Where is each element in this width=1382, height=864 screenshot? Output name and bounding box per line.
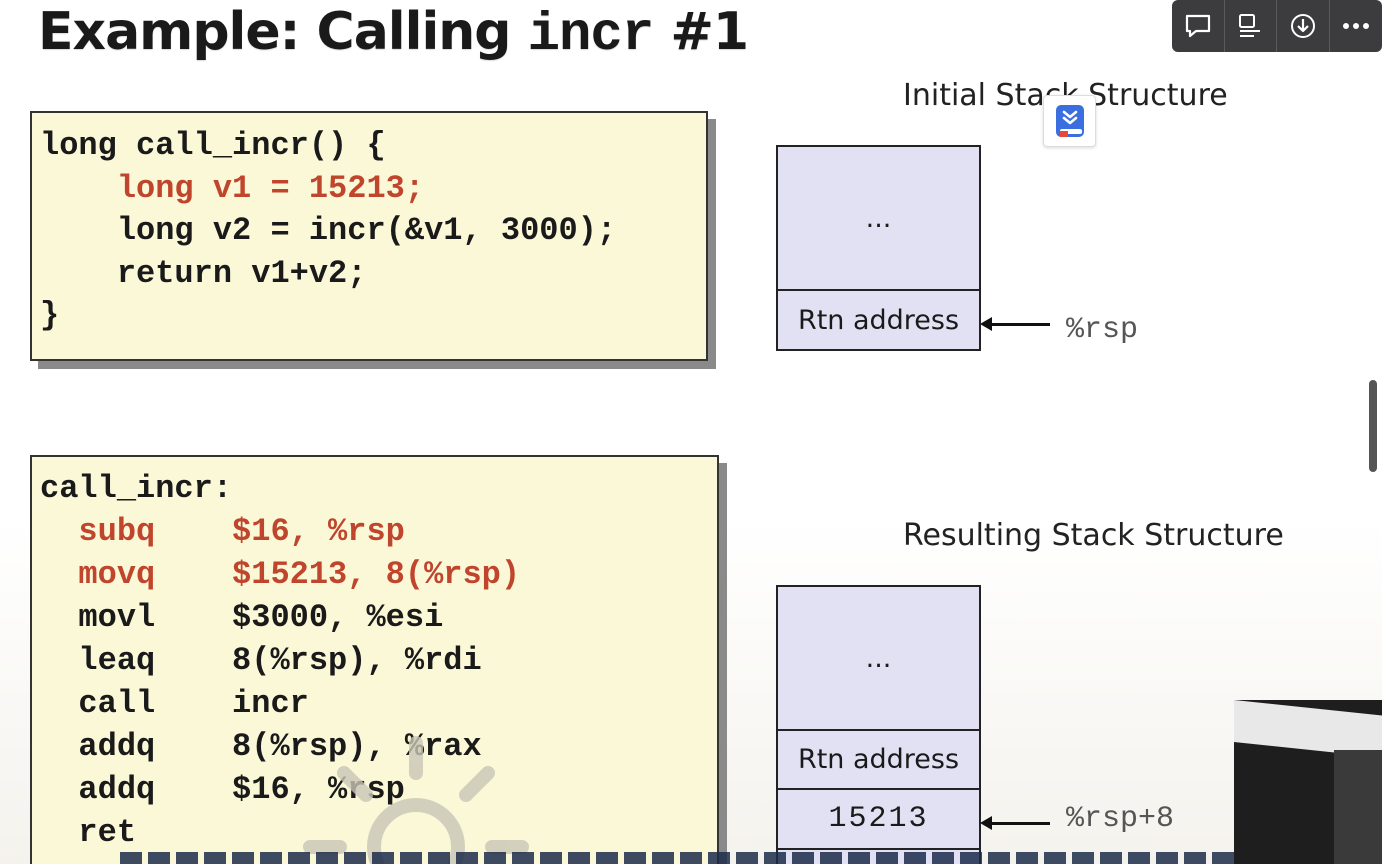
- extension-icon[interactable]: [1043, 95, 1096, 147]
- subtitle-strip: [120, 852, 1240, 864]
- screen-button[interactable]: [1225, 0, 1277, 52]
- c-code-line: long v1 = 15213;: [40, 169, 425, 207]
- slide-title-suffix: #1: [653, 2, 749, 62]
- camera-overlay: [1234, 700, 1382, 864]
- screen-icon: [1239, 14, 1261, 37]
- resulting-stack-heading: Resulting Stack Structure: [903, 518, 1284, 553]
- asm-code-line: call_incr:: [40, 470, 233, 507]
- download-icon: [1290, 14, 1315, 38]
- camera-board: [1334, 750, 1382, 864]
- asm-code-line: leaq 8(%rsp), %rdi: [40, 642, 482, 679]
- book-icon: [1055, 105, 1084, 137]
- initial-rsp-arrow: [980, 317, 1050, 331]
- asm-code-line: movq $15213, 8(%rsp): [40, 556, 521, 593]
- assembly-code-box: call_incr: subq $16, %rsp movq $15213, 8…: [30, 455, 719, 864]
- c-code-line: long call_incr() {: [40, 127, 386, 164]
- comment-button[interactable]: [1172, 0, 1225, 52]
- asm-code-line: subq $16, %rsp: [40, 513, 405, 550]
- initial-stack-cell-rtn-address: Rtn address: [776, 289, 981, 351]
- video-toolbar: [1172, 0, 1382, 52]
- slide-title: Example: Calling incr #1: [38, 2, 749, 66]
- asm-code-line: addq 8(%rsp), %rax: [40, 728, 482, 765]
- download-button[interactable]: [1277, 0, 1330, 52]
- initial-stack-cell-ellipsis: ...: [776, 145, 981, 291]
- comment-icon: [1185, 14, 1210, 38]
- initial-rsp-label: %rsp: [1066, 313, 1139, 347]
- more-button[interactable]: [1330, 0, 1382, 52]
- c-code-box: long call_incr() { long v1 = 15213; long…: [30, 111, 708, 361]
- slide-title-prefix: Example: Calling: [38, 2, 528, 62]
- more-icon: [1342, 23, 1369, 29]
- resulting-stack-cell-rtn-address: Rtn address: [776, 729, 981, 790]
- asm-code-line: movl $3000, %esi: [40, 599, 444, 636]
- camera-wall: [1234, 700, 1382, 758]
- asm-code-line: call incr: [40, 685, 309, 722]
- c-code-line: }: [40, 297, 60, 334]
- resulting-stack-cell-value: 15213: [776, 788, 981, 850]
- c-code-line: return v1+v2;: [40, 254, 367, 292]
- slide-title-code: incr: [527, 5, 655, 66]
- resulting-rsp-arrow: [980, 816, 1050, 830]
- asm-code-line: ret: [40, 814, 137, 851]
- c-code-line: long v2 = incr(&v1, 3000);: [40, 212, 617, 249]
- sun-watermark-icon: [303, 736, 529, 864]
- scrollbar-thumb[interactable]: [1369, 380, 1377, 472]
- resulting-stack-cell-ellipsis: ...: [776, 585, 981, 731]
- resulting-rsp-label: %rsp+8: [1066, 802, 1175, 836]
